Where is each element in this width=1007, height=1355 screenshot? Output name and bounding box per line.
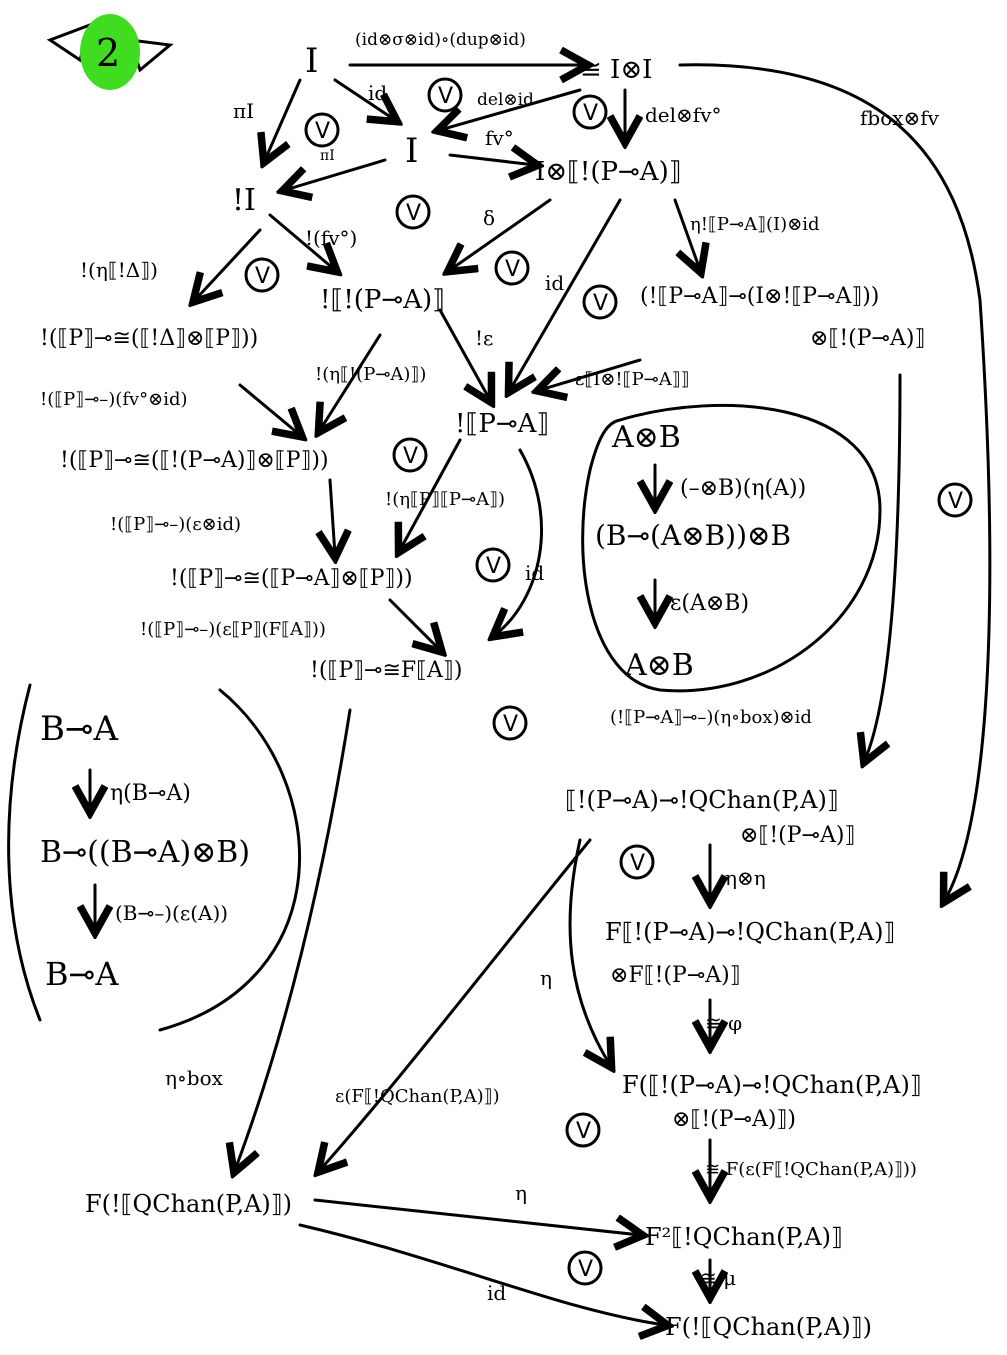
commute-v-1: V [583,101,598,126]
commute-v-4: V [255,264,270,289]
badge-number: 2 [96,31,120,75]
commute-v-3: V [406,201,421,226]
node-eta-hom2: ⊗⟦!(P⊸A)⟧ [810,326,925,351]
node-bang-box: !⟦!(P⊸A)⟧ [320,285,445,315]
node-bang-pa: !⟦P⊸A⟧ [455,409,549,439]
label-pi2: πI [320,148,335,164]
label-ff: ≅ F(ε(F⟦!QChan(P,A)⟧)) [705,1159,917,1180]
label-mu: ≅ μ [700,1266,736,1290]
label-l3: !(⟦P⟧⊸–)(ε⊗id) [110,514,241,535]
commute-v-5: V [505,257,520,282]
label-eta3: η [515,1181,527,1205]
arrows [195,65,990,1325]
inset-right-line-1: (–⊗B)(η(A)) [680,476,806,501]
label-bang-fv: !(fv°) [305,226,357,250]
inset-left-boundary-left [9,685,40,1020]
label-fbox: fbox⊗fv [860,106,940,130]
node-eta-hom: (!⟦P⊸A⟧⊸(I⊗!⟦P⊸A⟧)) [640,284,879,309]
label-eta-i: η!⟦P⊸A⟧(I)⊗id [690,214,820,235]
node-f-bang: F(!⟦QChan(P,A)⟧) [85,1190,292,1218]
commute-v-6: V [593,291,608,316]
label-eta-d: !(η⟦!Δ⟧) [80,258,158,282]
commute-v-0: V [438,84,453,109]
node-q1b: ⊗⟦!(P⊸A)⟧ [740,823,855,848]
label-l1: !(⟦P⟧⊸–)(fv°⊗id) [40,389,188,410]
label-eps-f: ε(F⟦!QChan(P,A)⟧) [335,1086,500,1107]
node-q3b: ⊗⟦!(P⊸A)⟧) [672,1107,796,1132]
commute-v-7: V [403,444,418,469]
label-l4: !(η⟦P⟧⟦P⊸A⟧) [385,489,505,510]
node-bang-i: !I [232,183,256,218]
label-eps-i: ε⟦I⊗!⟦P⊸A⟧⟧ [575,369,690,390]
commute-v-9: V [503,712,518,737]
commute-v-10: V [948,489,963,514]
node-q2: F⟦!(P⊸A)⊸!QChan(P,A)⟧ [605,918,895,946]
node-q3: F(⟦!(P⊸A)⊸!QChan(P,A)⟧ [622,1071,922,1099]
node-q1: ⟦!(P⊸A)⊸!QChan(P,A)⟧ [565,786,839,814]
node-i-top: I [305,41,318,81]
label-id2: id [545,271,564,295]
label-l6: (!⟦P⊸A⟧⊸–)(η∘box)⊗id [610,707,812,728]
commute-v-12: V [576,1119,591,1144]
label-id4: id [487,1281,506,1305]
node-n3: !(⟦P⟧⊸≅(⟦P⊸A⟧⊗⟦P⟧)) [170,566,413,591]
label-del-fv: del⊗fv° [645,103,722,127]
label-delta: δ [483,206,495,230]
badge-icon: 2 [50,14,170,90]
node-f2: F²⟦!QChan(P,A)⟧ [645,1223,843,1251]
node-n1: !(⟦P⟧⊸≅(⟦!Δ⟧⊗⟦P⟧)) [40,326,258,351]
node-q2b: ⊗F⟦!(P⊸A)⟧ [610,963,741,988]
label-top: (id⊗σ⊗id)∘(dup⊗id) [355,30,526,50]
commute-v-8: V [486,554,501,579]
node-i-mid: I [405,131,418,171]
inset-right-line-0: A⊗B [611,420,681,455]
label-eta-box: η∘box [165,1066,224,1090]
label-fv: fv° [485,126,514,150]
label-phi: ≅ φ [705,1011,742,1035]
label-eta2: η [540,966,552,990]
label-l5: !(⟦P⟧⊸–)(ε⟦P⟧(F⟦A⟧)) [140,619,326,640]
inset-left-line-3: (B⊸–)(ε(A)) [115,901,228,925]
inset-left-line-4: B⊸A [45,955,119,993]
node-i-box: I⊗⟦!(P⊸A)⟧ [535,157,682,187]
label-l2: !(η⟦!(P⊸A)⟧) [315,364,426,385]
inset-left-line-0: B⊸A [40,709,118,749]
commute-v-13: V [578,1257,593,1282]
node-f-bang2: F(!⟦QChan(P,A)⟧) [665,1313,872,1341]
node-n4: !(⟦P⟧⊸≅F⟦A⟧) [310,658,462,683]
inset-left-line-1: η(B⊸A) [110,781,191,806]
label-id1: id [368,81,387,105]
label-id3: id [525,561,544,585]
inset-right-line-4: A⊗B [624,648,694,683]
inset-right-line-2: (B⊸(A⊗B))⊗B [595,519,791,552]
label-pi1: πI [233,99,254,123]
label-del-id: del⊗id [477,90,534,110]
label-eta-eta: η⊗η [725,866,766,890]
inset-right-line-3: ε(A⊗B) [670,591,749,616]
node-n2: !(⟦P⟧⊸≅(⟦!(P⊸A)⟧⊗⟦P⟧)) [60,448,329,473]
commute-v-2: V [315,119,330,144]
inset-left-line-2: B⊸((B⊸A)⊗B) [40,835,250,870]
label-bang-eps: !ε [475,326,493,350]
node-i-tensor-i: ≅ I⊗I [580,55,652,85]
commute-v-11: V [630,851,645,876]
